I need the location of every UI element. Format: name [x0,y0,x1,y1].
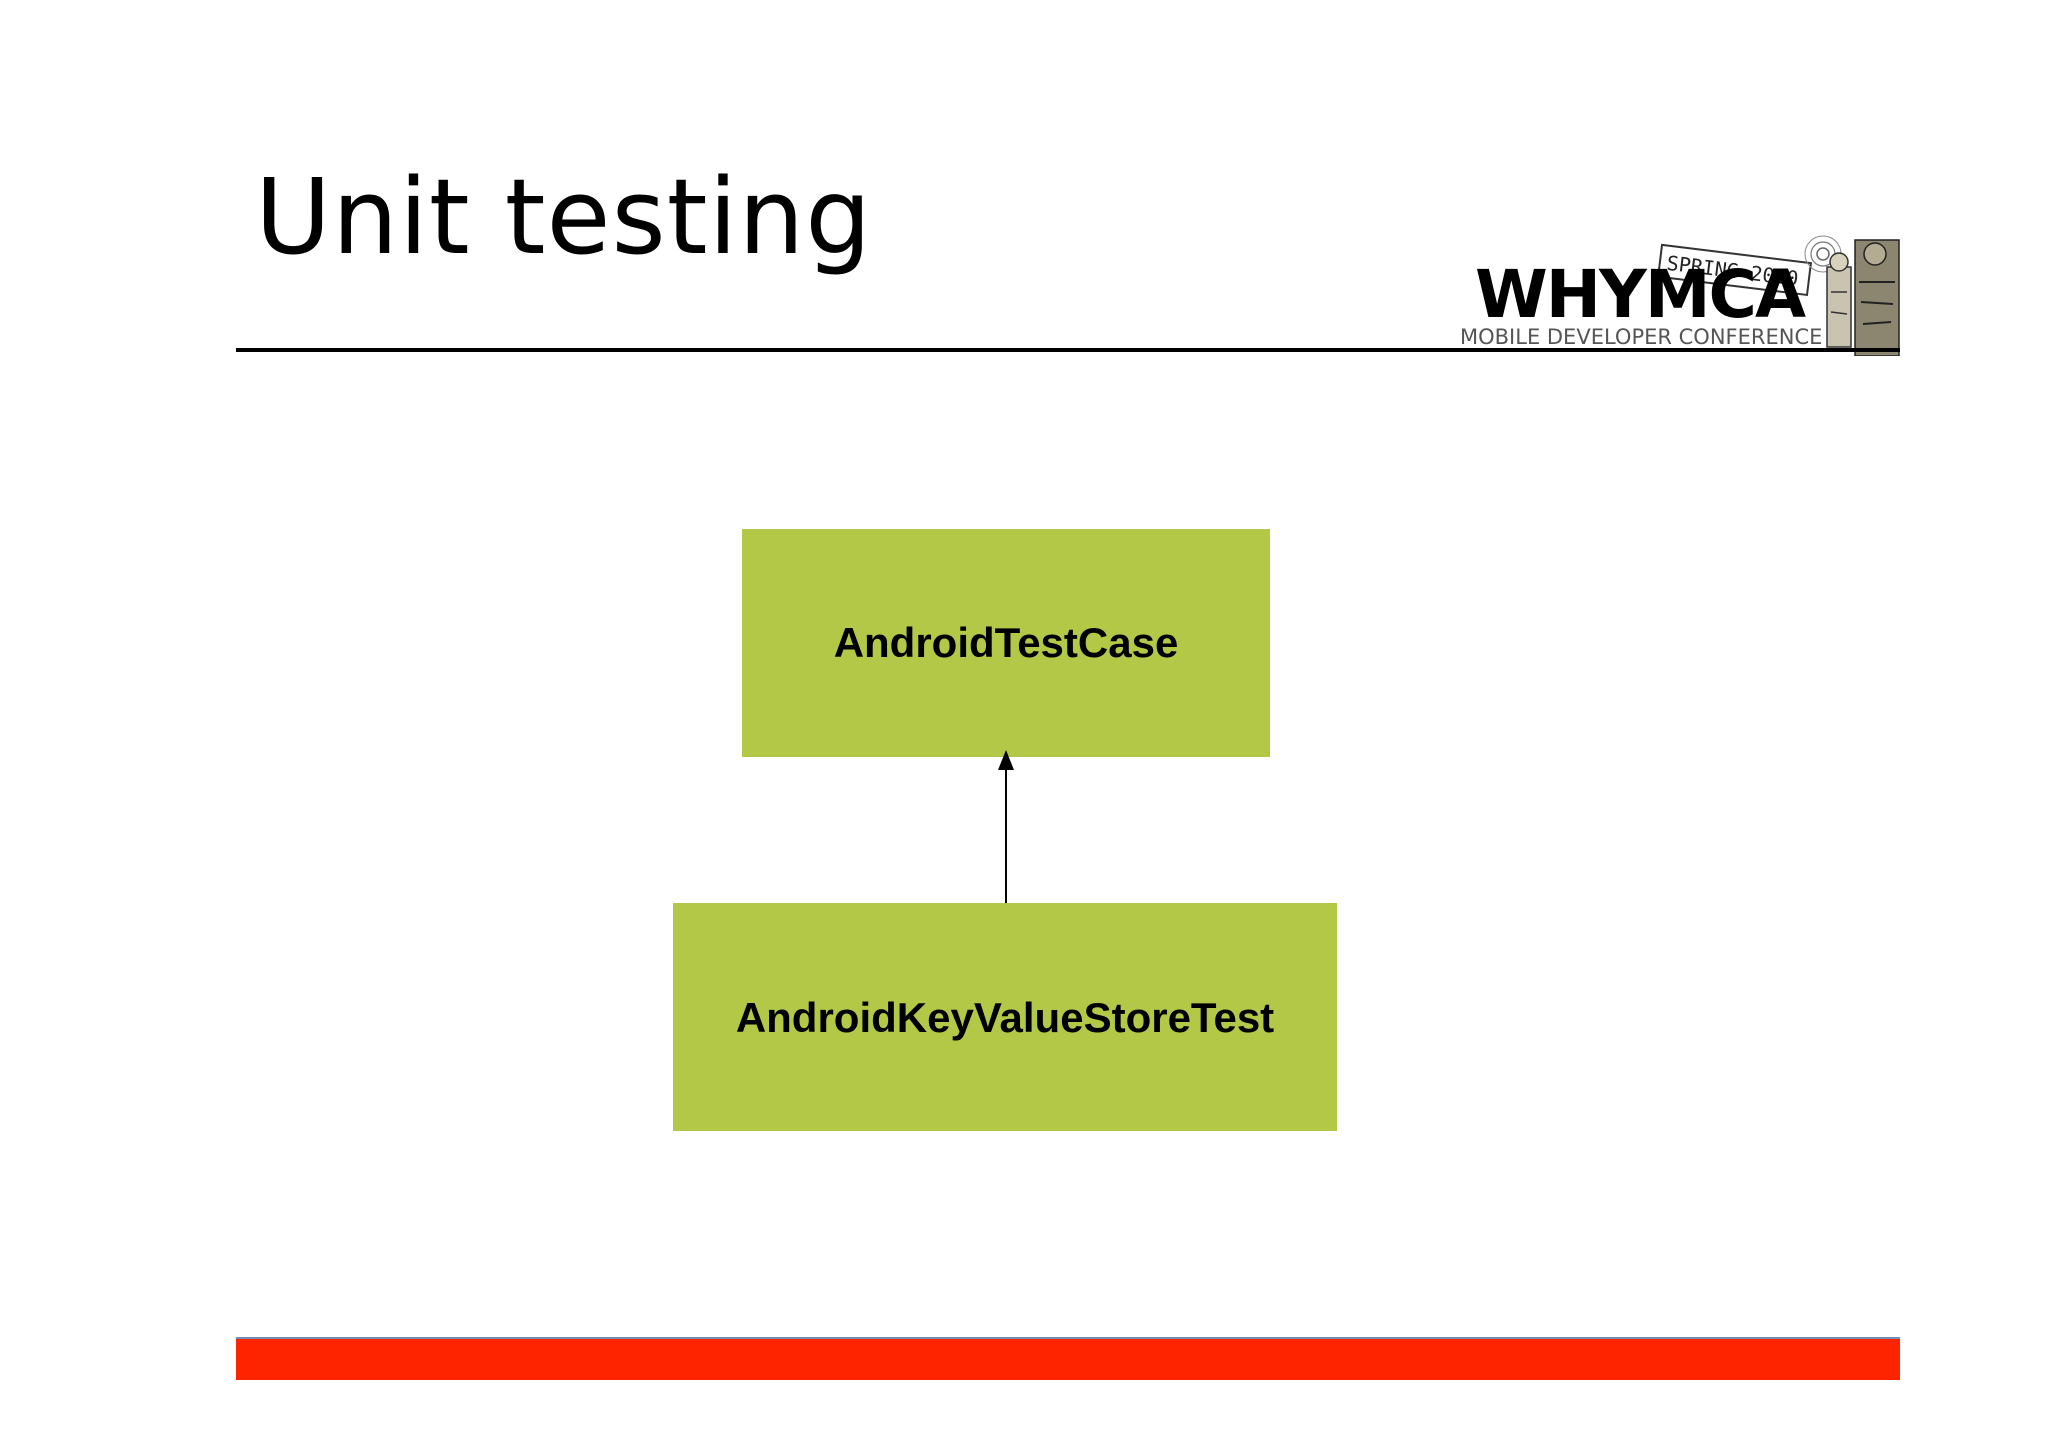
title-divider [236,348,1900,352]
logo-tagline: MOBILE DEVELOPER CONFERENCE [1460,325,1822,349]
logo-brand-text: WHYMCA [1475,256,1806,333]
whymca-logo: SPRING 2010 WHYMCA MOBILE DEVELOPER CONF… [1460,235,1900,356]
logo-illustration [1804,235,1900,356]
slide-title: Unit testing [255,156,873,278]
node-label: AndroidTestCase [834,619,1179,666]
node-box [742,529,1270,757]
node-label: AndroidKeyValueStoreTest [736,994,1274,1041]
footer-bar [236,1337,1900,1380]
node-android-key-value-store-test: AndroidKeyValueStoreTest [673,903,1337,1131]
node-android-test-case: AndroidTestCase [742,529,1270,757]
node-box [673,903,1337,1131]
